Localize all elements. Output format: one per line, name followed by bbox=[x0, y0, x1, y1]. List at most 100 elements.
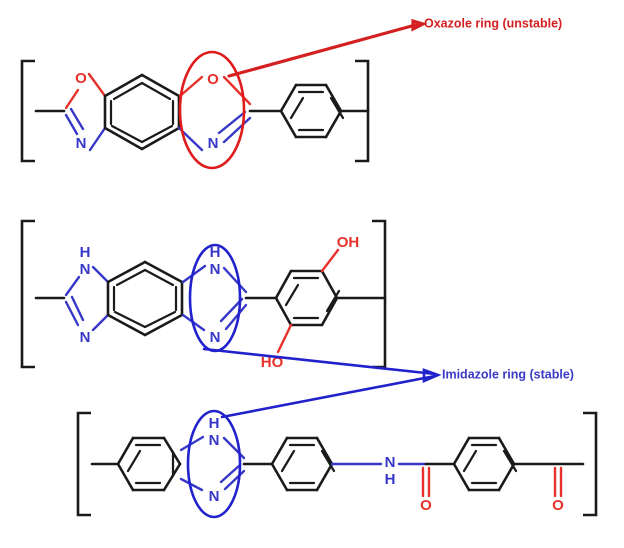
structure-2-phenyl-inner-right bbox=[325, 289, 341, 313]
structure-1-bond-n3-c2-right bbox=[222, 116, 252, 144]
structure-3-bond-c7a-n3 bbox=[179, 477, 204, 492]
structure-2-phenyl-bond-3 bbox=[320, 269, 339, 300]
structure-3-atom-n1-imidazole: N bbox=[209, 432, 220, 449]
structure-3-atom-n-amide: N bbox=[385, 454, 396, 471]
structure-1-benzene-inner-5 bbox=[140, 124, 174, 144]
structure-2-atom-n1-right: N bbox=[210, 261, 221, 278]
structure-3-phenyl-b-bond-1 bbox=[452, 436, 471, 466]
structure-2-phenyl-bond-1 bbox=[274, 269, 293, 300]
structure-2-bond-n3-c2 bbox=[64, 300, 80, 327]
structure-3-atom-h-amide: H bbox=[385, 471, 396, 488]
structure-1-bond-c2-o1 bbox=[64, 88, 80, 110]
oxazole-callout-leader-line bbox=[227, 22, 421, 78]
structure-2-bond-c-oh-bottom bbox=[276, 323, 293, 354]
structure-3-bond-c3a-n1 bbox=[179, 435, 205, 452]
structure-2-double-c2-n3 bbox=[70, 295, 85, 322]
structure-3-benzo-bond-6 bbox=[116, 462, 135, 492]
structure-2-right-bracket bbox=[372, 219, 387, 369]
structure-3-phenyl-a-bond-4 bbox=[315, 462, 334, 492]
structure-1-benzene-inner-4 bbox=[110, 124, 144, 144]
structure-1-atom-o-left: O bbox=[75, 70, 87, 87]
structure-2-benzene-inner-2 bbox=[143, 268, 175, 287]
structure-3-phenyl-b-inner-left bbox=[462, 449, 478, 473]
structure-3-group: H N N N H O O bbox=[76, 409, 598, 519]
structure-1-benzene-bond-1 bbox=[103, 73, 144, 98]
structure-3-phenyl-b-inner-right bbox=[502, 449, 518, 473]
structure-2-bond-c7a-n3 bbox=[91, 313, 110, 332]
structure-1-phenyl-bond-3 bbox=[324, 83, 343, 113]
structure-1-benzene-inner-1 bbox=[112, 81, 144, 101]
structure-3-benzo-bond-4 bbox=[162, 462, 182, 492]
structure-2-atom-n3-right: N bbox=[210, 329, 221, 346]
structure-1-bond-n3-c2 bbox=[64, 113, 79, 136]
structure-2-phenyl-bond-4 bbox=[320, 296, 339, 327]
structure-2-atom-h-left: H bbox=[80, 244, 91, 261]
structure-2-benzene-inner-5 bbox=[143, 310, 177, 329]
structure-2-atom-oh-top: OH bbox=[337, 234, 360, 251]
structure-1-benzene-bond-5 bbox=[103, 126, 144, 151]
structure-2-double-c2-n3-right bbox=[219, 297, 244, 323]
structure-1-double-c2-n3-right bbox=[217, 110, 247, 135]
structure-3-phenyl-a-bond-1 bbox=[270, 436, 289, 466]
structure-2-phenyl-bond-6 bbox=[274, 296, 293, 327]
structure-1-group: O N O N bbox=[20, 50, 370, 170]
structure-1-phenyl-bond-4 bbox=[324, 109, 343, 139]
imidazole-callout-leader-line-lower bbox=[220, 374, 437, 419]
structure-3-atom-h-imidazole: H bbox=[209, 415, 220, 432]
structure-1-bond-c7a-n3 bbox=[88, 126, 107, 152]
structure-3-right-bracket bbox=[583, 411, 598, 517]
structure-3-benzo-inner-left bbox=[126, 449, 142, 473]
structure-3-phenyl-a-inner-right bbox=[320, 449, 336, 473]
structure-1-benzene-bond-4 bbox=[140, 126, 181, 151]
structure-1-left-bracket bbox=[20, 59, 35, 163]
structure-2-left-bracket bbox=[20, 219, 35, 369]
structure-2-benzene-bond-5 bbox=[106, 313, 147, 337]
structure-3-phenyl-a-inner-left bbox=[280, 449, 296, 473]
structure-3-phenyl-a-bond-3 bbox=[315, 436, 334, 466]
structure-3-atom-o-terminal-carbonyl: O bbox=[552, 497, 564, 514]
structure-2-bond-n1-c2-right bbox=[222, 266, 248, 294]
structure-3-atom-n3-imidazole: N bbox=[209, 488, 220, 505]
structure-3-bond-n1-c2 bbox=[222, 436, 246, 460]
structure-3-atom-o-amide-carbonyl: O bbox=[420, 497, 432, 514]
structure-3-benzo-bond-3 bbox=[162, 436, 182, 466]
structure-2-atom-n3-left: N bbox=[80, 329, 91, 346]
structure-2-benzene-bond-1 bbox=[106, 260, 147, 284]
structure-3-phenyl-b-bond-6 bbox=[452, 462, 471, 492]
oxazole-ring-highlight-ellipse bbox=[178, 50, 246, 170]
structure-1-atom-o-right: O bbox=[207, 71, 219, 88]
structure-1-atom-n-right: N bbox=[208, 135, 219, 152]
structure-2-benzene-bond-4 bbox=[143, 313, 184, 337]
oxazole-callout-label: Oxazole ring (unstable) bbox=[424, 16, 562, 30]
structure-3-double-c2-n3 bbox=[219, 463, 242, 484]
structure-1-phenyl-bond-1 bbox=[279, 83, 298, 113]
structure-1-benzene-inner-2 bbox=[140, 81, 172, 101]
structure-1-benzene-bond-2 bbox=[140, 73, 181, 98]
oxazole-callout-arrowhead bbox=[411, 18, 428, 32]
structure-2-atom-h-right: H bbox=[210, 244, 221, 261]
structure-2-benzene-inner-1 bbox=[115, 268, 147, 287]
structure-1-atom-n-left: N bbox=[76, 135, 87, 152]
structure-2-bond-c2-n1 bbox=[64, 275, 81, 297]
structure-1-bond-o1-c2-right bbox=[222, 75, 252, 106]
structure-3-phenyl-b-bond-3 bbox=[497, 436, 516, 466]
structure-2-phenyl-inner-left bbox=[284, 283, 300, 307]
structure-2-atom-n1-left: N bbox=[80, 261, 91, 278]
structure-3-phenyl-b-bond-4 bbox=[497, 462, 516, 492]
structure-2-bond-n1-c3a bbox=[91, 265, 110, 284]
structure-2-group: H N N H N N OH HO bbox=[20, 219, 387, 371]
structure-2-bond-n3-c2-right bbox=[224, 303, 248, 331]
structure-1-bond-c3a-o1-right bbox=[178, 75, 204, 98]
structure-2-benzene-bond-2 bbox=[143, 260, 184, 284]
imidazole-callout-leader-line-upper bbox=[202, 347, 437, 376]
structure-1-phenyl-inner-right bbox=[329, 96, 345, 120]
structure-2-benzene-inner-4 bbox=[113, 310, 147, 329]
structure-3-left-bracket bbox=[76, 411, 91, 517]
structure-1-double-c2-n3 bbox=[69, 107, 85, 131]
structure-3-benzo-bond-1 bbox=[116, 436, 135, 466]
structure-2-bond-c3a-n1-right bbox=[181, 264, 207, 284]
imidazole-callout-arrowhead bbox=[422, 368, 442, 383]
structure-1-phenyl-inner-left bbox=[289, 96, 305, 120]
